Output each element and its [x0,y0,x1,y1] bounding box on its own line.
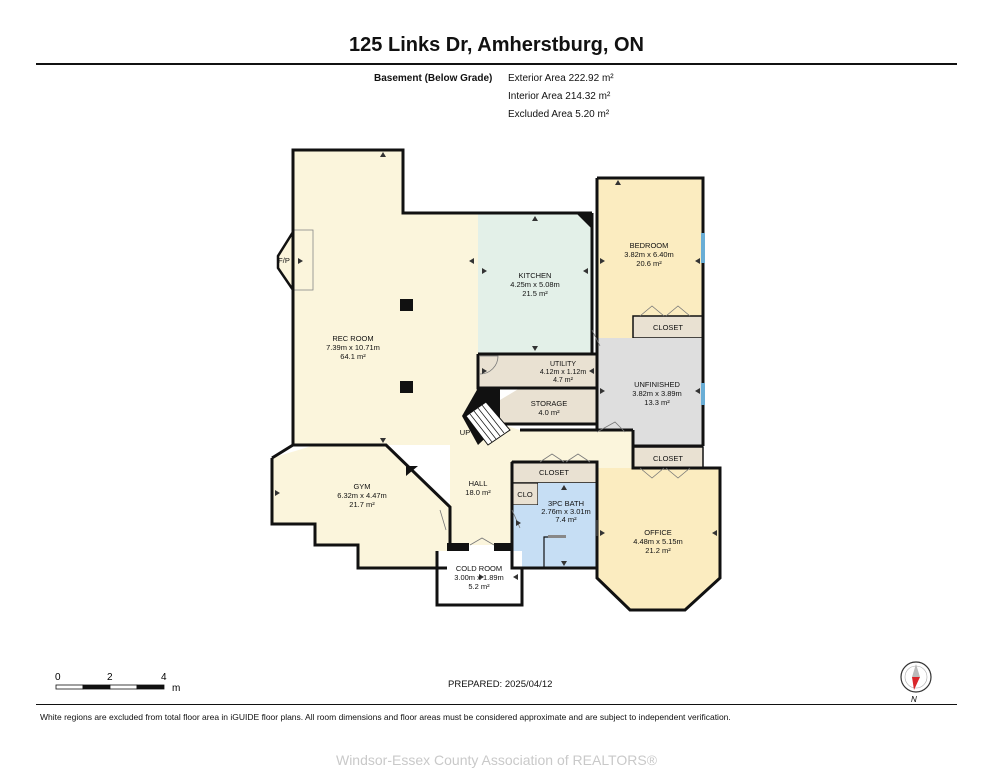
fp-label: F/P [278,256,290,265]
compass-icon: N [900,661,932,704]
svg-text:UTILITY: UTILITY [550,361,576,368]
cold-room-label: COLD ROOM 3.00m x 1.89m 5.2 m² [454,564,504,591]
excluded-area: Excluded Area 5.20 m² [508,109,610,120]
svg-text:4.12m x 1.12m: 4.12m x 1.12m [540,369,586,376]
svg-text:3.00m x 1.89m: 3.00m x 1.89m [454,573,504,582]
kitchen-floor [478,213,592,354]
doors [439,305,691,546]
footer-divider [36,704,957,705]
svg-text:2.76m x 3.01m: 2.76m x 3.01m [541,507,591,516]
svg-text:UNFINISHED: UNFINISHED [634,380,680,389]
unfinished-floor [597,338,703,446]
svg-text:STORAGE: STORAGE [531,399,568,408]
column-1 [400,299,413,311]
kitchen-corner [576,213,592,229]
scale-unit: m [172,683,180,694]
watermark: Windsor-Essex County Association of REAL… [335,752,658,768]
svg-text:4.0 m²: 4.0 m² [538,408,560,417]
prepared-date: PREPARED: 2025/04/12 [448,679,553,690]
bedroom-floor [597,178,703,338]
svg-text:64.1 m²: 64.1 m² [340,352,366,361]
svg-text:20.6 m²: 20.6 m² [636,259,662,268]
header-divider [36,63,957,65]
svg-text:7.4 m²: 7.4 m² [555,515,577,524]
page-title: 125 Links Dr, Amherstburg, ON [349,34,644,56]
office-floor [597,468,720,610]
svg-text:7.39m x 10.71m: 7.39m x 10.71m [326,343,380,352]
stairs [462,388,511,446]
svg-text:13.3 m²: 13.3 m² [644,398,670,407]
floor-label: Basement (Below Grade) [374,73,493,84]
bath-label: 3PC BATH 2.76m x 3.01m 7.4 m² [541,499,591,524]
bath-fixture [548,535,566,538]
office-label: OFFICE 4.48m x 5.15m 21.2 m² [633,528,683,555]
svg-text:18.0 m²: 18.0 m² [465,488,491,497]
wall-stub-2 [494,543,512,551]
gym-label: GYM 6.32m x 4.47m 21.7 m² [337,482,387,509]
dimension-markers [275,152,717,580]
interior-area: Interior Area 214.32 m² [508,91,611,102]
hall-label: HALL 18.0 m² [465,479,491,497]
svg-text:BEDROOM: BEDROOM [630,241,669,250]
closet-3-label: CLOSET [539,468,569,477]
bedroom-window [701,233,705,263]
closet-2-label: CLOSET [653,454,683,463]
svg-text:COLD ROOM: COLD ROOM [456,564,502,573]
scale-tick-4: 4 [161,672,167,683]
svg-text:21.7 m²: 21.7 m² [349,500,375,509]
compass-north-label: N [911,695,917,704]
up-label: UP [460,428,470,437]
svg-text:5.2 m²: 5.2 m² [468,582,490,591]
svg-text:21.5 m²: 21.5 m² [522,289,548,298]
unfinished-label: UNFINISHED 3.82m x 3.89m 13.3 m² [632,380,682,407]
svg-text:GYM: GYM [353,482,370,491]
disclaimer: White regions are excluded from total fl… [40,712,731,722]
svg-text:6.32m x 4.47m: 6.32m x 4.47m [337,491,387,500]
gym-wedge [406,466,418,476]
walls [270,148,722,612]
svg-text:HALL: HALL [469,479,488,488]
storage-floor [500,388,597,424]
svg-text:OFFICE: OFFICE [644,528,672,537]
svg-text:21.2 m²: 21.2 m² [645,546,671,555]
svg-text:KITCHEN: KITCHEN [519,271,552,280]
area-summary: Exterior Area 222.92 m² Interior Area 21… [508,70,614,124]
svg-text:4.7 m²: 4.7 m² [553,377,574,384]
closet-1-label: CLOSET [653,323,683,332]
kitchen-label: KITCHEN 4.25m x 5.08m 21.5 m² [510,271,560,298]
svg-text:4.25m x 5.08m: 4.25m x 5.08m [510,280,560,289]
exterior-area: Exterior Area 222.92 m² [508,73,614,84]
bedroom-label: BEDROOM 3.82m x 6.40m 20.6 m² [624,241,674,268]
scale-bar: 0 2 4 m [55,672,180,694]
svg-text:3.82m x 3.89m: 3.82m x 3.89m [632,389,682,398]
svg-text:3PC BATH: 3PC BATH [548,499,584,508]
bath-floor [512,483,597,568]
scale-tick-2: 2 [107,672,113,683]
fireplace-hearth [292,229,314,291]
clo-label: CLO [517,490,533,499]
svg-text:REC ROOM: REC ROOM [332,334,373,343]
storage-label: STORAGE 4.0 m² [531,399,568,417]
column-2 [400,381,413,393]
rec-room-fill [293,150,478,445]
wall-stub-1 [447,543,469,551]
svg-text:4.48m x 5.15m: 4.48m x 5.15m [633,537,683,546]
hall-floor [450,424,633,545]
svg-text:3.82m x 6.40m: 3.82m x 6.40m [624,250,674,259]
scale-tick-0: 0 [55,672,61,683]
utility-label: UTILITY 4.12m x 1.12m 4.7 m² [540,361,586,384]
rec-room-label: REC ROOM 7.39m x 10.71m 64.1 m² [326,334,380,361]
unfinished-window [701,383,705,405]
